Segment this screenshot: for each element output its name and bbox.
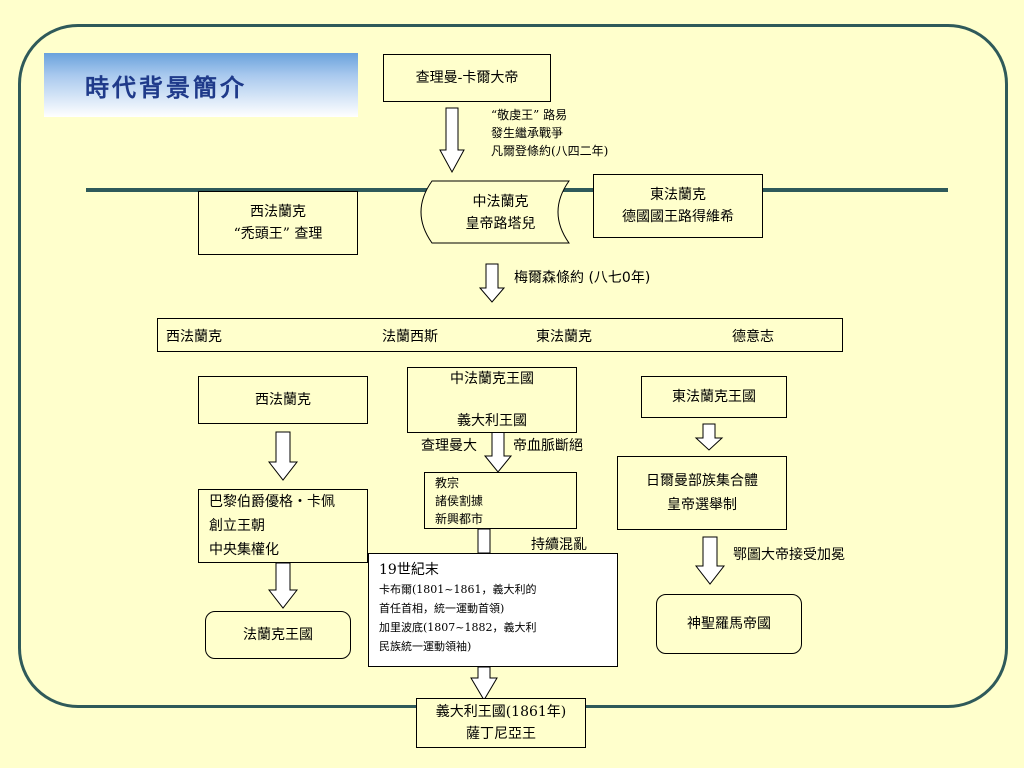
band-france: 法蘭西斯 (382, 329, 438, 345)
italy-kingdom-label: 義大利王國 (457, 413, 527, 429)
transition-band: 西法蘭克 法蘭西斯 東法蘭克 德意志 (157, 318, 843, 352)
arrow-west-down-1 (267, 431, 299, 481)
arrow-mersen-down (478, 263, 506, 303)
factor-item: 教宗 (435, 475, 460, 490)
west-top-line1: 西法蘭克 (250, 204, 306, 220)
otto-coronation-label: 鄂圖大帝接受加冕 (733, 547, 845, 563)
treaty-notes: “敬虔王” 路易 發生繼承戰爭 凡爾登條約(八四二年) (491, 106, 608, 160)
band-east: 東法蘭克 (536, 329, 592, 345)
title-banner: 時代背景簡介 (44, 53, 358, 117)
bloodline-right-label: 帝血脈斷絕 (513, 438, 583, 454)
frankish-kingdom-box: 法蘭克王國 (205, 611, 351, 659)
west-frankia-box: 西法蘭克 (198, 376, 368, 424)
east-kingdom-label: 東法蘭克王國 (672, 389, 756, 405)
arrow-east-down-2 (694, 536, 726, 585)
arrow-final-down (470, 666, 498, 701)
century19-line: 卡布爾(1801~1861，義大利的 (379, 583, 537, 596)
band-germany: 德意志 (732, 329, 774, 345)
factors-box: 教宗 諸侯割據 新興都市 (424, 472, 577, 529)
nineteenth-century-note: 19世紀末 卡布爾(1801~1861，義大利的 首任首相，統一運動首領) 加里… (368, 553, 618, 667)
capet-box: 巴黎伯爵優格・卡佩 創立王朝 中央集權化 (198, 489, 368, 563)
charlemagne-label: 查理曼-卡爾大帝 (415, 70, 519, 86)
italy-1861-line1: 義大利王國(1861年) (435, 704, 567, 720)
hre-box: 神聖羅馬帝國 (656, 594, 802, 654)
arrow-west-down-2 (267, 562, 299, 609)
middle-scroll-shape (420, 180, 570, 244)
hre-label: 神聖羅馬帝國 (687, 616, 771, 632)
century19-heading: 19世紀末 (379, 562, 439, 578)
page-title: 時代背景簡介 (85, 72, 247, 102)
east-frankia-top-box: 東法蘭克 德國國王路得維希 (593, 174, 763, 238)
east-top-line1: 東法蘭克 (650, 187, 706, 203)
arrow-top-down (439, 107, 465, 174)
west-top-line2: “禿頭王” 查理 (233, 226, 323, 242)
federation-line: 日爾曼部族集合體 (646, 473, 758, 489)
treaty-note: 發生繼承戰爭 (491, 126, 564, 140)
factor-item: 新興都市 (435, 511, 484, 526)
century19-line: 加里波底(1807~1882，義大利 (379, 621, 537, 634)
east-kingdom-box: 東法蘭克王國 (641, 376, 787, 418)
capet-line: 巴黎伯爵優格・卡佩 (209, 494, 335, 510)
bloodline-left-label: 查理曼大 (421, 438, 477, 454)
middle-frankia-top: 中法蘭克 皇帝路塔兒 (432, 190, 569, 236)
treaty-note: 凡爾登條約(八四二年) (491, 144, 609, 158)
italy-1861-box: 義大利王國(1861年) 薩丁尼亞王 (416, 698, 586, 748)
middle-kingdom-box: 中法蘭克王國 義大利王國 (407, 367, 577, 433)
factor-item: 諸侯割據 (435, 493, 484, 508)
arrow-east-down-1 (694, 423, 724, 451)
west-frankia-label: 西法蘭克 (255, 392, 311, 408)
italy-1861-line2: 薩丁尼亞王 (466, 726, 536, 742)
capet-line: 創立王朝 (209, 518, 265, 534)
middle-top-line2: 皇帝路塔兒 (465, 216, 536, 232)
arrow-mid-connector (477, 528, 491, 554)
century19-line: 民族統一運動領袖) (379, 640, 472, 653)
chaos-label: 持續混亂 (531, 537, 587, 553)
century19-line: 首任首相，統一運動首領) (379, 602, 505, 615)
capet-line: 中央集權化 (209, 542, 279, 558)
federation-box: 日爾曼部族集合體 皇帝選舉制 (617, 456, 787, 530)
band-west: 西法蘭克 (166, 329, 222, 345)
mersen-treaty-label: 梅爾森條約 (八七0年) (514, 270, 651, 286)
arrow-mid-down (483, 431, 513, 473)
middle-kingdom-label: 中法蘭克王國 (450, 371, 534, 387)
federation-line: 皇帝選舉制 (667, 497, 737, 513)
charlemagne-box: 查理曼-卡爾大帝 (383, 54, 551, 102)
west-frankia-top-box: 西法蘭克 “禿頭王” 查理 (198, 191, 358, 255)
treaty-note: “敬虔王” 路易 (491, 108, 568, 122)
middle-top-line1: 中法蘭克 (472, 194, 529, 210)
east-top-line2: 德國國王路得維希 (622, 209, 734, 225)
frankish-kingdom-label: 法蘭克王國 (243, 627, 313, 643)
